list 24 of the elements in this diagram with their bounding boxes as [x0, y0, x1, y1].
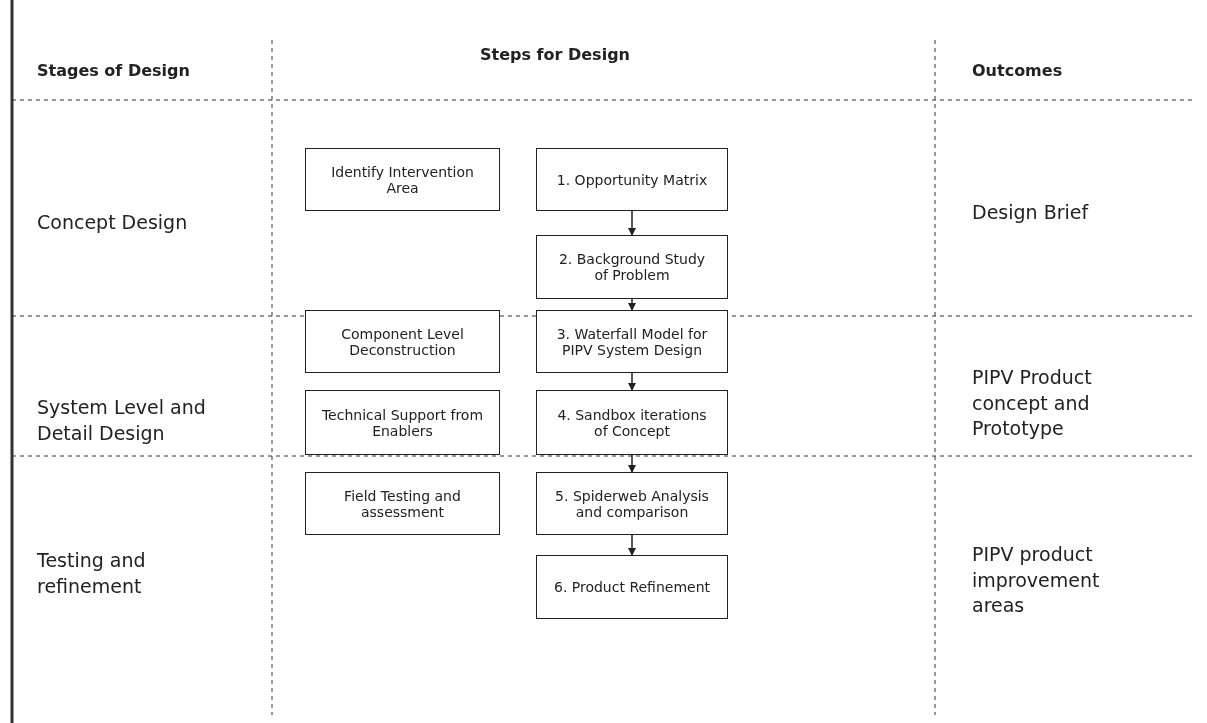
process-box: Technical Support from Enablers [305, 390, 500, 455]
process-box: Identify Intervention Area [305, 148, 500, 211]
column-header: Outcomes [972, 60, 1064, 82]
process-box: 2. Background Study of Problem [536, 235, 728, 299]
row-label: System Level and Detail Design [37, 395, 207, 446]
row-label: PIPV product improvement areas [972, 542, 1101, 619]
column-header: Steps for Design [480, 44, 631, 66]
column-header: Stages of Design [37, 60, 191, 82]
arrow [628, 534, 636, 556]
arrow [628, 454, 636, 473]
process-box: 1. Opportunity Matrix [536, 148, 728, 211]
row-label: Testing and refinement [37, 548, 147, 599]
process-box: Component Level Deconstruction [305, 310, 500, 373]
process-box: 6. Product Refinement [536, 555, 728, 619]
process-box: 5. Spiderweb Analysis and comparison [536, 472, 728, 535]
process-box: 3. Waterfall Model for PIPV System Design [536, 310, 728, 373]
row-label: Concept Design [37, 210, 189, 235]
arrow [628, 372, 636, 391]
process-box: Field Testing and assessment [305, 472, 500, 535]
row-label: PIPV Product concept and Prototype [972, 365, 1093, 442]
row-label: Design Brief [972, 200, 1090, 225]
arrow [628, 298, 636, 311]
arrow [628, 210, 636, 236]
process-box: 4. Sandbox iterations of Concept [536, 390, 728, 455]
